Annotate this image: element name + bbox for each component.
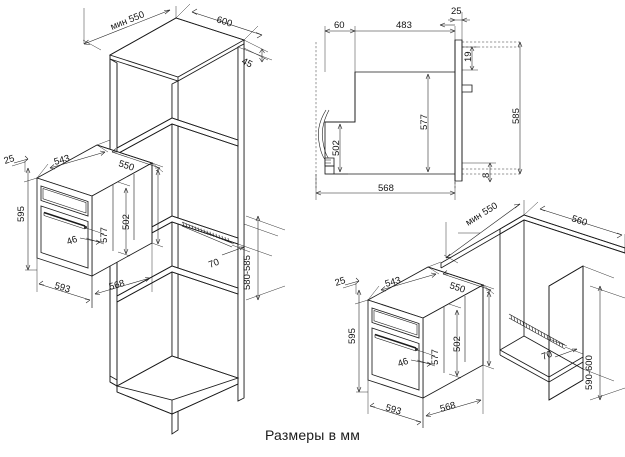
label-600: 600 [215, 14, 233, 29]
label-70-bottom: 70 [540, 349, 554, 363]
dimensions-under-counter [342, 200, 625, 428]
label-560: 560 [570, 213, 588, 228]
label-543-left: 543 [53, 153, 71, 168]
label-min550-bottom: мин 550 [464, 200, 500, 228]
label-502-side: 502 [331, 140, 342, 156]
label-580-585: 580-585 [242, 255, 253, 290]
drawing-caption: Размеры в мм [264, 427, 361, 443]
oven-unit-left [35, 144, 154, 277]
label-577-left: 577 [99, 227, 110, 243]
label-568-left: 568 [108, 278, 126, 293]
label-593-left: 593 [53, 280, 71, 295]
label-568-side: 568 [378, 183, 394, 194]
label-45: 45 [240, 56, 254, 71]
label-483: 483 [396, 20, 412, 31]
label-585: 585 [511, 108, 522, 124]
labels-side-section: 60 483 25 19 502 577 585 8 568 [331, 6, 522, 194]
label-46-left: 46 [65, 234, 79, 248]
label-70-left: 70 [207, 257, 221, 271]
label-60: 60 [334, 20, 345, 31]
label-min550-left: мин 550 [109, 9, 146, 33]
label-577-bottom: 577 [430, 349, 441, 365]
oven-unit-bottom [366, 266, 485, 399]
label-593-bottom: 593 [384, 402, 402, 417]
oven-profile [318, 39, 473, 182]
label-25-side: 25 [451, 6, 462, 17]
label-46-bottom: 46 [396, 356, 410, 370]
niche-walls [499, 220, 584, 401]
label-19: 19 [463, 51, 474, 62]
label-502-left: 502 [121, 214, 132, 230]
dimensions-tall-cabinet [11, 3, 286, 308]
view-tall-cabinet: мин 550 600 45 543 550 25 595 502 577 46… [3, 3, 286, 435]
label-550-left: 550 [117, 158, 135, 173]
label-577-side: 577 [419, 114, 430, 130]
label-543-bottom: 543 [384, 275, 402, 290]
label-568-bottom: 568 [439, 400, 457, 415]
label-25-left: 25 [3, 153, 16, 167]
view-under-counter: мин 550 560 543 550 25 595 502 577 46 59… [334, 200, 625, 428]
ventilation-hatch-bottom [508, 313, 566, 350]
label-595-left: 595 [16, 206, 27, 222]
label-25-bottom: 25 [334, 275, 347, 289]
label-8: 8 [481, 173, 492, 178]
label-590-600: 590-600 [584, 355, 595, 390]
dimensions-side-section [315, 12, 523, 200]
label-550-bottom: 550 [448, 280, 466, 295]
label-595-bottom: 595 [347, 328, 358, 344]
view-side-section: 60 483 25 19 502 577 585 8 568 [315, 6, 523, 200]
label-502-bottom: 502 [452, 336, 463, 352]
